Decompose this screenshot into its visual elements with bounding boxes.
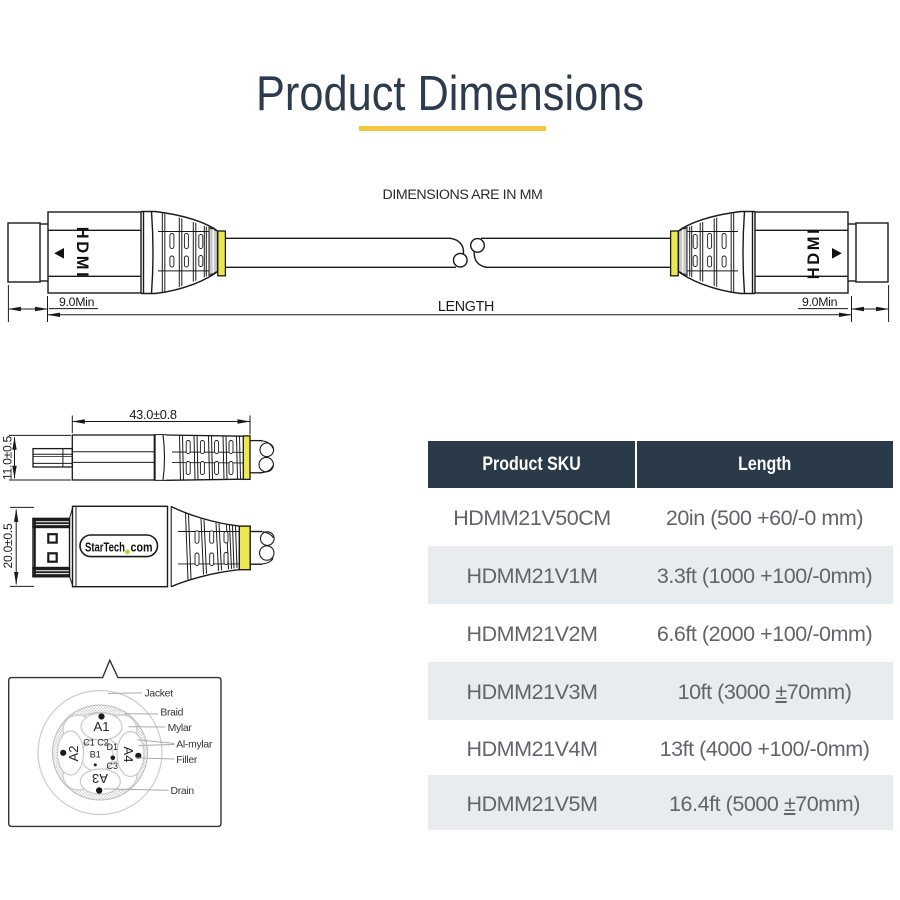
svg-text:Jacket: Jacket <box>145 689 174 700</box>
svg-text:com: com <box>131 539 153 554</box>
svg-text:Mylar: Mylar <box>168 723 193 734</box>
svg-text:A4: A4 <box>121 747 136 763</box>
svg-text:StarTech: StarTech <box>85 539 125 554</box>
svg-text:Braid: Braid <box>160 708 183 719</box>
svg-text:B1: B1 <box>90 749 101 759</box>
svg-text:C3: C3 <box>107 761 119 771</box>
svg-text:9.0Min: 9.0Min <box>59 295 95 309</box>
svg-text:HDMI: HDMI <box>805 227 823 280</box>
svg-text:11.0±0.5: 11.0±0.5 <box>0 435 14 480</box>
svg-text:A3: A3 <box>92 771 108 786</box>
svg-text:LENGTH: LENGTH <box>438 299 494 315</box>
svg-text:Drain: Drain <box>171 786 195 797</box>
svg-text:C1 C2: C1 C2 <box>83 737 109 747</box>
svg-text:A1: A1 <box>94 719 110 734</box>
svg-text:HDMI: HDMI <box>73 227 91 280</box>
svg-text:Al-mylar: Al-mylar <box>176 740 213 751</box>
svg-text:Filler: Filler <box>176 755 198 766</box>
svg-text:D1: D1 <box>107 742 119 752</box>
svg-text:20.0±0.5: 20.0±0.5 <box>1 523 15 568</box>
svg-text:43.0±0.8: 43.0±0.8 <box>129 407 177 422</box>
svg-text:A2: A2 <box>66 746 81 762</box>
svg-text:9.0Min: 9.0Min <box>802 295 838 309</box>
